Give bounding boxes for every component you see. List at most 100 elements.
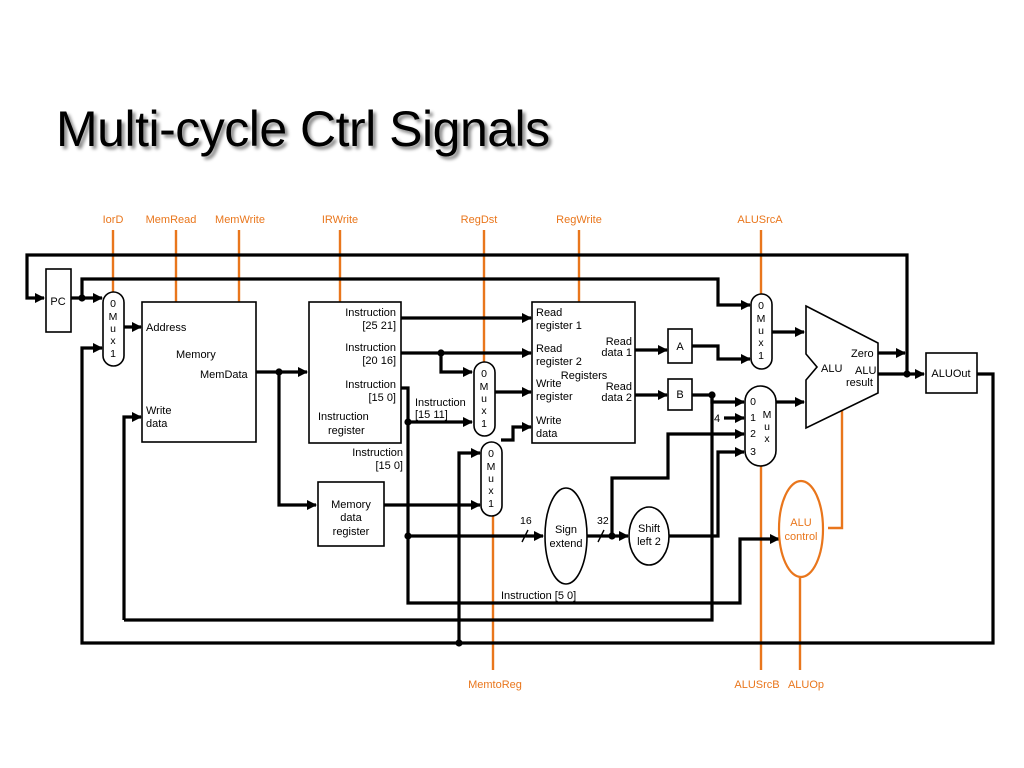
svg-text:Instruction: Instruction [345, 342, 396, 354]
svg-text:M: M [109, 311, 118, 323]
svg-text:MemData: MemData [200, 369, 249, 381]
instr-5-0-label: Instruction [5 0] [501, 590, 576, 602]
svg-text:1: 1 [488, 498, 494, 510]
alu-control-unit: ALU control [777, 479, 825, 579]
register-a: A [667, 328, 693, 364]
control-signal-labels: IorD MemRead MemWrite IRWrite RegDst Reg… [103, 214, 824, 691]
bus-width-markers: 16 32 [520, 515, 609, 543]
svg-text:data 2: data 2 [601, 392, 632, 404]
svg-text:data 1: data 1 [601, 347, 632, 359]
svg-text:Instruction: Instruction [345, 307, 396, 319]
slide-title: Multi-cycle Ctrl Signals [56, 101, 550, 157]
memwrite-label: MemWrite [215, 214, 265, 226]
svg-text:Write: Write [536, 378, 561, 390]
svg-text:Read: Read [606, 336, 632, 348]
alusrca-mux: 0 M u x 1 [750, 293, 773, 370]
svg-text:ALUOut: ALUOut [931, 368, 970, 380]
svg-text:x: x [764, 433, 770, 445]
svg-text:Sign: Sign [555, 524, 577, 536]
svg-text:PC: PC [50, 296, 65, 308]
instr-15-11-label-a: Instruction [415, 397, 466, 409]
regwrite-label: RegWrite [556, 214, 602, 226]
svg-text:x: x [758, 337, 764, 349]
svg-text:0: 0 [481, 368, 487, 380]
alu-unit: ALU Zero ALU result [805, 304, 879, 430]
sign-extend-input-width: 16 [520, 515, 532, 527]
iord-label: IorD [103, 214, 124, 226]
memtoreg-mux: 0 M u x 1 [480, 441, 503, 517]
alusrca-label: ALUSrcA [737, 214, 783, 226]
svg-text:0: 0 [488, 448, 494, 460]
svg-text:0: 0 [758, 300, 764, 312]
svg-text:Write: Write [536, 415, 561, 427]
iord-mux: 0 M u x 1 [102, 291, 125, 367]
svg-text:Shift: Shift [638, 523, 660, 535]
svg-text:M: M [487, 461, 496, 473]
datapath-wires [25, 253, 995, 645]
memtoreg-label: MemtoReg [468, 679, 522, 691]
svg-text:ALU: ALU [821, 363, 842, 375]
svg-text:x: x [481, 405, 487, 417]
svg-text:Instruction: Instruction [345, 379, 396, 391]
svg-text:data: data [146, 418, 168, 430]
svg-text:Read: Read [536, 343, 562, 355]
svg-text:M: M [763, 409, 772, 421]
svg-text:B: B [676, 389, 683, 401]
instr-15-0-label-a: Instruction [352, 447, 403, 459]
svg-text:Read: Read [606, 381, 632, 393]
irwrite-label: IRWrite [322, 214, 358, 226]
svg-text:ALU: ALU [855, 365, 876, 377]
register-b: B [667, 378, 693, 411]
regdst-mux: 0 M u x 1 [473, 361, 496, 437]
instr-15-0-label-b: [15 0] [375, 460, 403, 472]
instruction-register: Instruction [25 21] Instruction [20 16] … [308, 301, 402, 444]
constant-four: 4 [714, 413, 720, 425]
svg-text:1: 1 [750, 412, 756, 424]
svg-text:ALU: ALU [790, 517, 811, 529]
alusrcb-label: ALUSrcB [734, 679, 779, 691]
svg-text:[25 21]: [25 21] [362, 320, 396, 332]
svg-text:1: 1 [758, 350, 764, 362]
control-lines [111, 230, 844, 670]
svg-text:u: u [488, 473, 494, 485]
alusrcb-mux: 0 1 2 3 M u x [744, 385, 777, 467]
svg-text:Registers: Registers [561, 370, 608, 382]
svg-text:left 2: left 2 [637, 536, 661, 548]
wire-junctions [78, 294, 911, 647]
svg-text:register 2: register 2 [536, 356, 582, 368]
svg-text:M: M [480, 381, 489, 393]
svg-text:register 1: register 1 [536, 320, 582, 332]
svg-text:control: control [784, 531, 817, 543]
sign-extend-output-width: 32 [597, 515, 609, 527]
instr-15-11-label-b: [15 11] [415, 409, 448, 421]
svg-text:data: data [536, 428, 558, 440]
svg-text:[20 16]: [20 16] [362, 355, 396, 367]
regdst-label: RegDst [461, 214, 498, 226]
aluop-label: ALUOp [788, 679, 824, 691]
svg-text:1: 1 [481, 418, 487, 430]
svg-text:[15 0]: [15 0] [368, 392, 396, 404]
svg-text:Memory: Memory [331, 499, 371, 511]
svg-text:register: register [328, 425, 365, 437]
svg-text:2: 2 [750, 428, 756, 440]
sign-extend-unit: Sign extend [544, 487, 588, 585]
svg-text:Zero: Zero [851, 348, 874, 360]
svg-text:x: x [110, 335, 116, 347]
svg-text:0: 0 [750, 396, 756, 408]
svg-text:extend: extend [549, 538, 582, 550]
memory-data-register: Memory data register [317, 481, 385, 547]
svg-text:1: 1 [110, 348, 116, 360]
register-file: Read register 1 Read register 2 Write re… [531, 301, 636, 444]
svg-text:Instruction: Instruction [318, 411, 369, 423]
svg-text:u: u [764, 421, 770, 433]
svg-text:x: x [488, 485, 494, 497]
svg-text:M: M [757, 313, 766, 325]
svg-text:u: u [481, 393, 487, 405]
svg-text:Memory: Memory [176, 349, 216, 361]
svg-text:register: register [536, 391, 573, 403]
svg-text:Address: Address [146, 322, 187, 334]
svg-text:result: result [846, 377, 873, 389]
svg-text:register: register [333, 526, 370, 538]
memory-unit: Address Memory MemData Write data [141, 301, 257, 443]
